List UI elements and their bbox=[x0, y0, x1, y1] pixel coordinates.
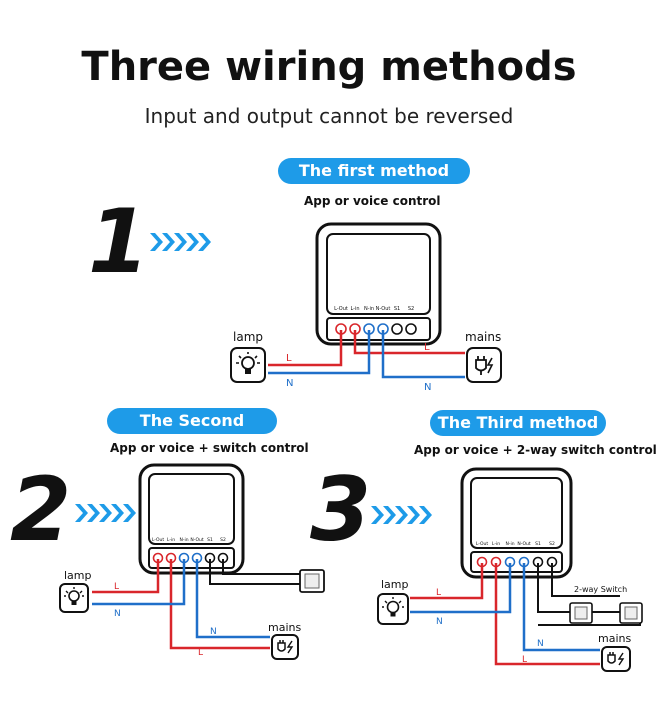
m3-mains-n-label: N bbox=[537, 639, 544, 649]
m3-lamp-label: lamp bbox=[381, 578, 409, 591]
method-1-badge: The first method bbox=[278, 158, 470, 184]
m2-mains-n-label: N bbox=[210, 627, 217, 637]
terminal-label: N-in bbox=[505, 541, 514, 547]
m1-mains-l-label: L bbox=[424, 342, 430, 353]
method-2-badge: The Second method bbox=[107, 408, 277, 456]
arrow-chevrons-icon bbox=[150, 233, 211, 251]
plug-icon bbox=[466, 347, 502, 383]
lamp-icon bbox=[377, 593, 409, 625]
arrow-chevrons-icon bbox=[371, 506, 432, 524]
plug-icon bbox=[271, 634, 299, 660]
terminal-label: L-in bbox=[350, 306, 359, 312]
terminal-screw bbox=[405, 323, 417, 335]
plug-icon bbox=[601, 646, 631, 672]
page-title: Three wiring methods bbox=[81, 44, 577, 90]
method-3-caption: App or voice + 2-way switch control bbox=[414, 443, 657, 457]
m3-lamp-l-label: L bbox=[436, 588, 441, 598]
m1-lamp-l-label: L bbox=[286, 353, 292, 364]
m2-mains-l-label: L bbox=[198, 648, 203, 658]
m3-two-way-switch-label: 2-way Switch bbox=[574, 585, 627, 594]
method-1-caption: App or voice control bbox=[304, 194, 441, 208]
switch-icon bbox=[619, 602, 643, 624]
arrow-chevrons-icon bbox=[75, 504, 136, 522]
method-1-number: 1 bbox=[88, 190, 149, 293]
m1-mains-n-label: N bbox=[424, 382, 431, 393]
terminal-label: S1 bbox=[535, 541, 541, 547]
switch-icon bbox=[299, 569, 325, 593]
terminal-label: S2 bbox=[220, 537, 226, 543]
m3-lamp-n-label: N bbox=[436, 617, 443, 627]
terminal-label: L-in bbox=[167, 537, 175, 543]
m2-mains-label: mains bbox=[268, 621, 301, 634]
switch-icon bbox=[569, 602, 593, 624]
lamp-icon bbox=[59, 583, 89, 613]
terminal-label: L-Out bbox=[476, 541, 489, 547]
m3-mains-label: mains bbox=[598, 632, 631, 645]
m2-lamp-label: lamp bbox=[64, 569, 92, 582]
terminal-label: L-in bbox=[492, 541, 500, 547]
m1-mains-label: mains bbox=[465, 330, 501, 344]
m3-mains-l-label: L bbox=[522, 655, 527, 665]
terminal-label: N-Out bbox=[376, 306, 391, 312]
terminal-label: N-Out bbox=[190, 537, 204, 543]
terminal-label: N-Out bbox=[517, 541, 531, 547]
terminal-label: L-Out bbox=[334, 306, 348, 312]
terminal-label: S2 bbox=[408, 306, 414, 312]
terminal-label: S1 bbox=[394, 306, 400, 312]
method-2-number: 2 bbox=[10, 458, 71, 561]
method-2-caption: App or voice + switch control bbox=[110, 441, 309, 455]
lamp-icon bbox=[230, 347, 266, 383]
terminal-label: S2 bbox=[549, 541, 555, 547]
terminal-label: L-Out bbox=[152, 537, 165, 543]
terminal-label: N-in bbox=[364, 306, 374, 312]
m2-lamp-l-label: L bbox=[114, 582, 119, 592]
m2-lamp-n-label: N bbox=[114, 609, 121, 619]
method-3-badge: The Third method bbox=[430, 410, 606, 436]
m1-lamp-label: lamp bbox=[233, 330, 263, 344]
method-3-number: 3 bbox=[310, 458, 371, 561]
terminal-label: N-in bbox=[179, 537, 188, 543]
terminal-screw bbox=[391, 323, 403, 335]
m1-lamp-n-label: N bbox=[286, 378, 293, 389]
page-subtitle: Input and output cannot be reversed bbox=[144, 104, 514, 128]
terminal-label: S1 bbox=[207, 537, 213, 543]
